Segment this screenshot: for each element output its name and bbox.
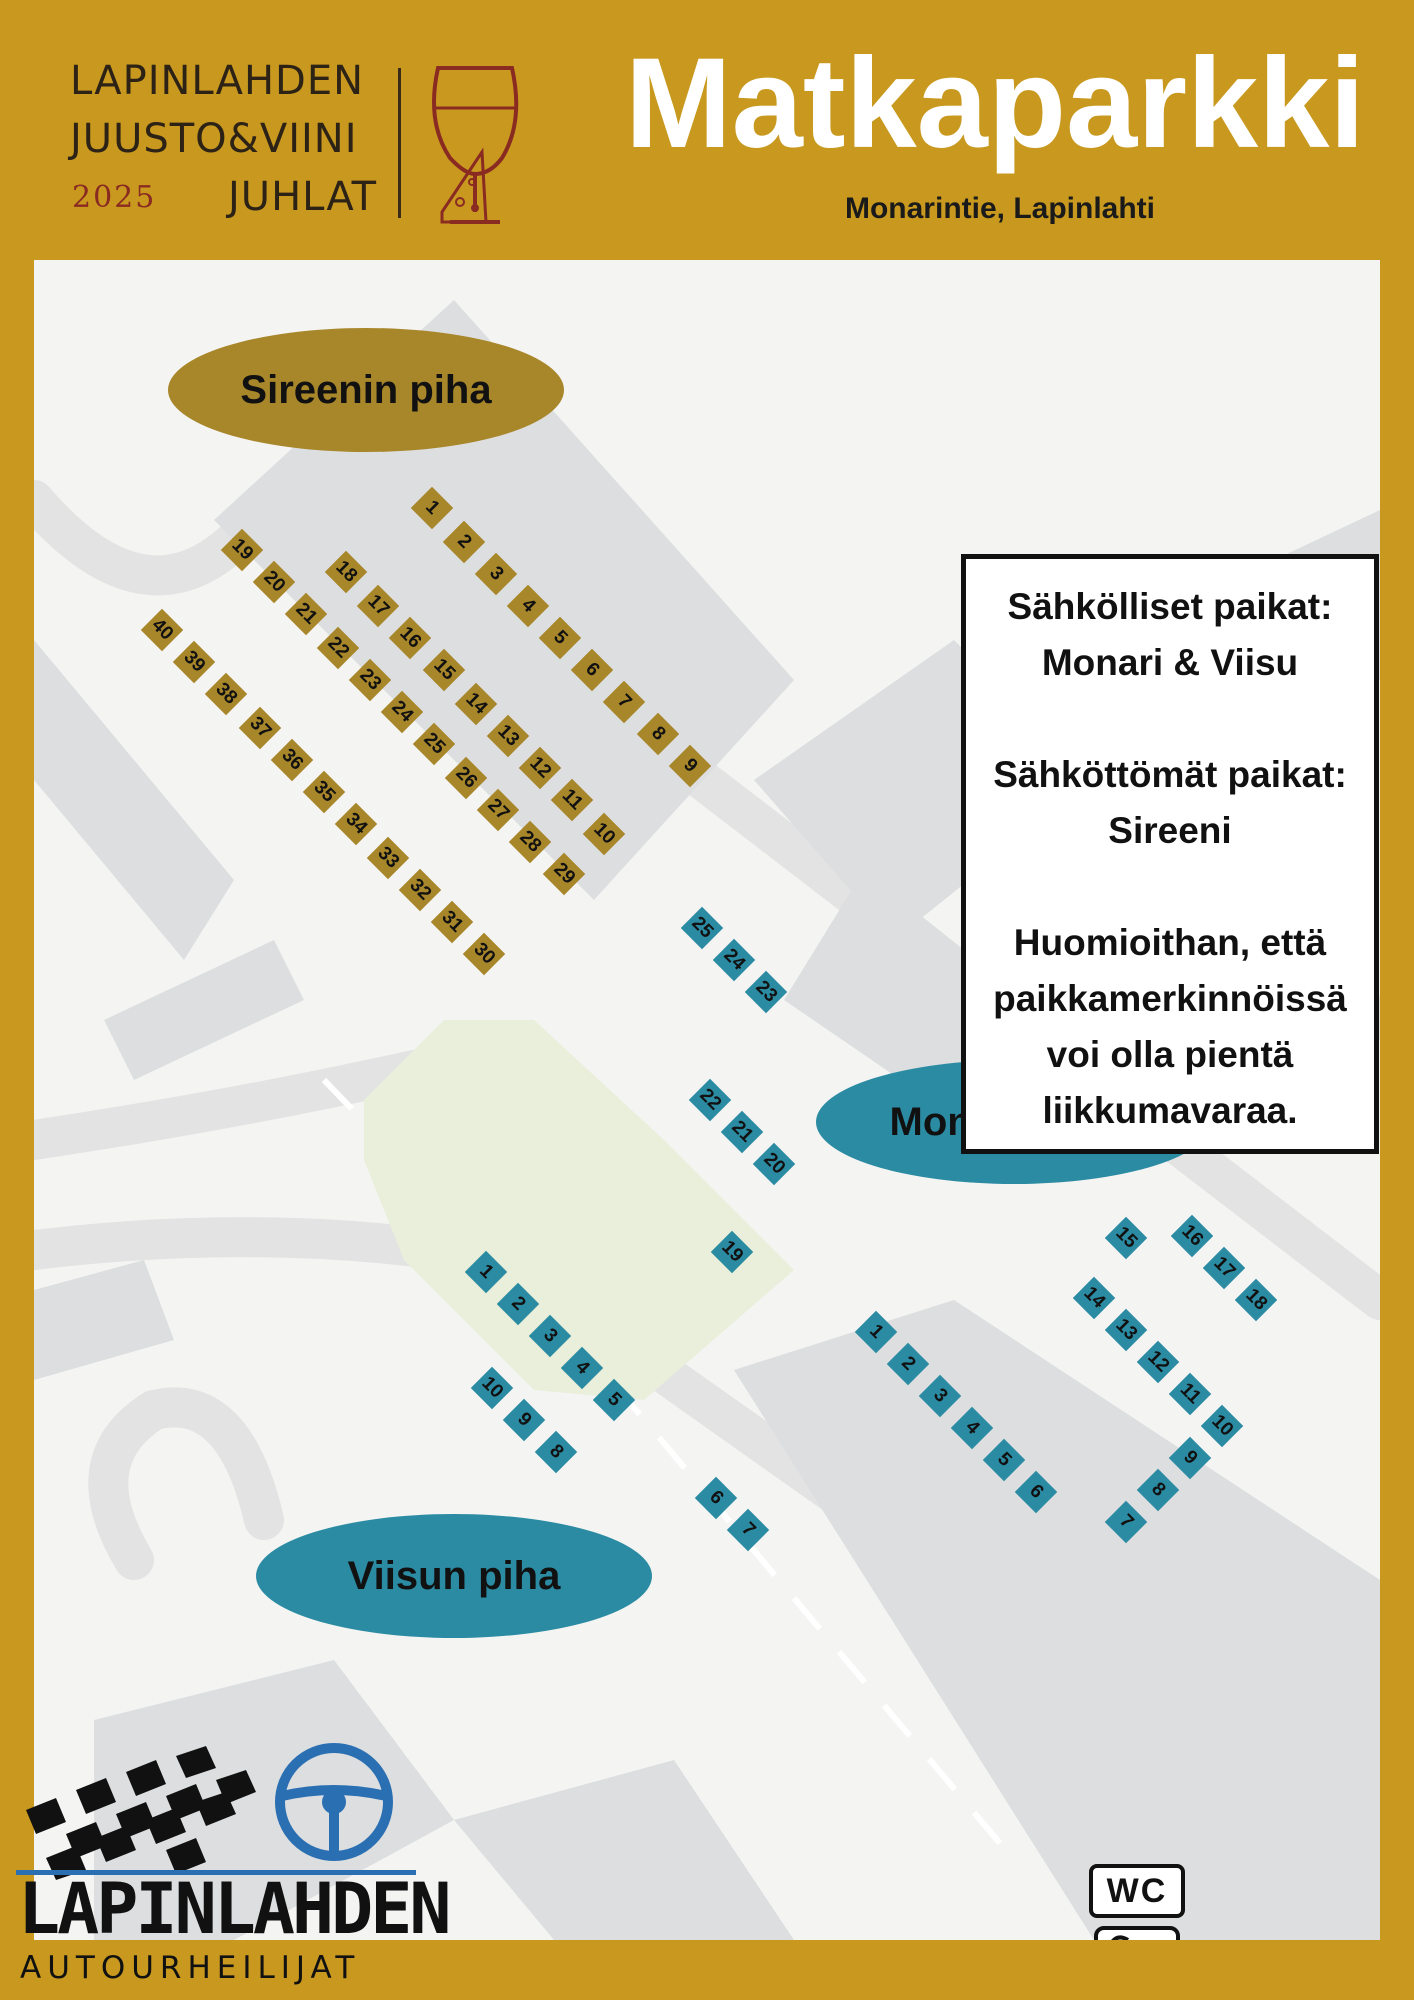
sireeni-spot-label: 9 — [679, 754, 702, 777]
steering-wheel-icon — [275, 1743, 393, 1861]
logo-line-3: JUHLAT — [228, 174, 378, 220]
parking-map: Sireenin piha Monarin piha Viisun piha 1… — [34, 260, 1380, 1940]
logo-line-1: LAPINLAHDEN — [70, 58, 365, 104]
monari-spot-label: 4 — [961, 1416, 984, 1439]
note-line-1: Huomioithan, että — [1013, 922, 1327, 963]
area-label-viisu: Viisun piha — [256, 1514, 652, 1638]
sireeni-spot-label: 2 — [453, 530, 476, 553]
viisu-spot-label: 3 — [539, 1324, 562, 1347]
viisu-spot-label: 9 — [513, 1408, 536, 1431]
area-label-sireeni: Sireenin piha — [168, 328, 564, 452]
page-subtitle: Monarintie, Lapinlahti — [844, 192, 1155, 225]
monari-spot-label: 9 — [1179, 1446, 1202, 1469]
viisu-spot-label: 5 — [603, 1388, 626, 1411]
sireeni-spot-label: 3 — [485, 562, 508, 585]
electric-value: Monari & Viisu — [1041, 642, 1299, 683]
viisu-spot-label: 1 — [475, 1260, 498, 1283]
festival-logo: LAPINLAHDEN JUUSTO&VIINI 2025 JUHLAT — [62, 58, 522, 228]
sireeni-spot-label: 1 — [421, 496, 444, 519]
sireeni-spot-label: 7 — [613, 690, 636, 713]
sireeni-spot-label: 5 — [549, 626, 572, 649]
viisu-spot-label: 8 — [545, 1440, 568, 1463]
club-subtitle: AUTOURHEILIJAT — [20, 1950, 361, 1986]
sireeni-spot-label: 8 — [647, 722, 670, 745]
non-electric-heading: Sähköttömät paikat: — [993, 754, 1347, 795]
sireeni-spot-label: 11 — [557, 785, 587, 815]
shower-icon — [1094, 1926, 1180, 1940]
monari-spot-label: 6 — [1025, 1480, 1048, 1503]
note-line-2: paikkamerkinnöissä — [993, 978, 1347, 1019]
monari-spot-label: 5 — [993, 1448, 1016, 1471]
page-title: Matkaparkki — [625, 32, 1365, 175]
monari-spot-label: 3 — [929, 1384, 952, 1407]
viisu-spot-label: 7 — [737, 1518, 760, 1541]
wine-glass-cheese-icon — [432, 66, 519, 224]
note-line-3: voi olla pientä — [1046, 1034, 1294, 1075]
wc-sign: WC — [1089, 1864, 1185, 1918]
non-electric-value: Sireeni — [1108, 810, 1232, 851]
logo-line-2: JUUSTO&VIINI — [70, 116, 358, 162]
sireeni-spot-label: 6 — [581, 658, 604, 681]
viisu-spot-label: 6 — [705, 1486, 728, 1509]
logo-divider — [398, 68, 401, 218]
monari-spot-label: 7 — [1115, 1510, 1138, 1533]
monari-spot-label: 8 — [1147, 1478, 1170, 1501]
monari-spot-label: 1 — [865, 1320, 888, 1343]
viisu-spot-label: 2 — [507, 1292, 530, 1315]
monari-spot-label: 2 — [897, 1352, 920, 1375]
viisu-spot-label: 4 — [571, 1356, 594, 1379]
club-name: LAPINLAHDEN — [18, 1868, 452, 1950]
info-box: Sähkölliset paikat: Monari & Viisu Sähkö… — [961, 554, 1379, 1154]
note-line-4: liikkumavaraa. — [1042, 1090, 1298, 1131]
checkered-flag-icon — [16, 1743, 416, 1880]
electric-heading: Sähkölliset paikat: — [1007, 586, 1333, 627]
logo-year: 2025 — [72, 180, 157, 215]
monari-spot-label: 11 — [1175, 1379, 1205, 1409]
club-logo: LAPINLAHDEN AUTOURHEILIJAT — [16, 1740, 452, 1990]
sireeni-spot-label: 4 — [517, 594, 540, 617]
